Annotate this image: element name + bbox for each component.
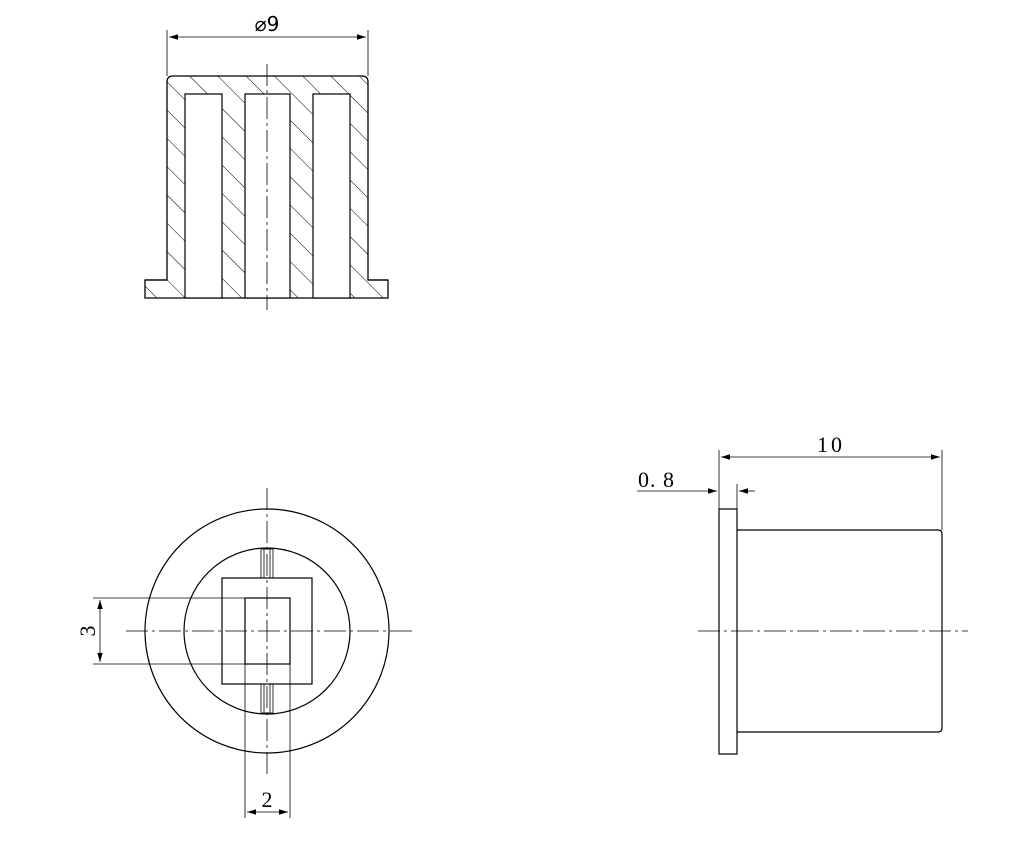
side-view: 10 0. 8 bbox=[637, 432, 968, 755]
slot-width-label: 2 bbox=[262, 787, 273, 812]
slot-height-label: 3 bbox=[75, 626, 100, 637]
end-view: 3 2 bbox=[75, 488, 412, 818]
flange bbox=[718, 508, 738, 755]
cavity-center bbox=[244, 93, 291, 299]
length-label: 10 bbox=[817, 432, 845, 457]
flange-thickness-label: 0. 8 bbox=[638, 467, 675, 492]
cavity-left bbox=[184, 93, 223, 299]
diameter-label: ⌀9 bbox=[255, 12, 280, 36]
cavity-right bbox=[312, 93, 351, 299]
section-view: ⌀9 bbox=[144, 12, 389, 310]
